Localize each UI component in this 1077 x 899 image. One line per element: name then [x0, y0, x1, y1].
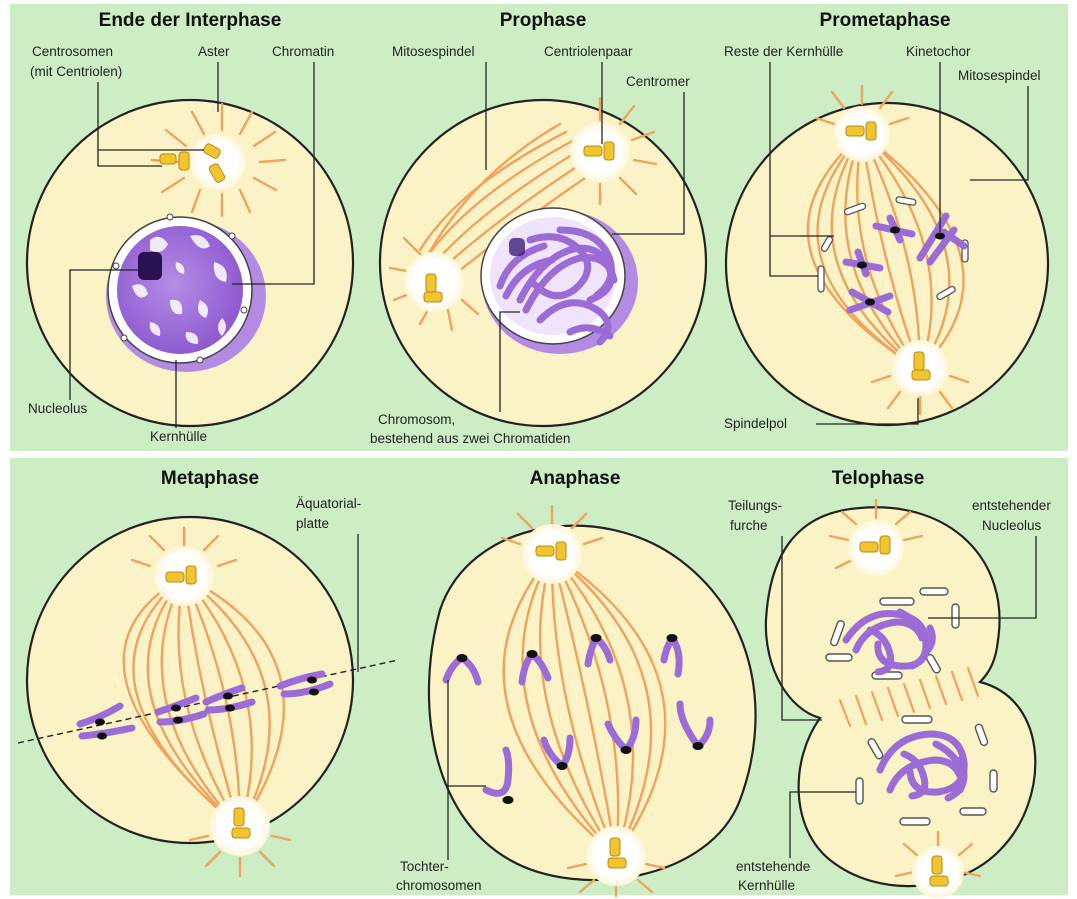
prometaphase-title: Prometaphase — [820, 10, 951, 31]
centriole-7 — [426, 274, 436, 292]
label-centrosomes-line1: Centrosomen — [32, 44, 113, 59]
label-kernhuelle-new-line1: entstehende — [736, 859, 810, 874]
label-tochter-line1: Tochter- — [400, 859, 449, 874]
centriole-14 — [186, 566, 196, 584]
interphase-nucleolus — [138, 252, 162, 280]
centriole-24 — [930, 876, 948, 886]
prophase-nucleolus — [509, 238, 525, 256]
label-teilungs-line2: furche — [730, 518, 768, 533]
centriole-18 — [556, 542, 566, 560]
centriole-1 — [160, 154, 176, 164]
centriole-15 — [234, 808, 244, 826]
telophase-title: Telophase — [832, 468, 925, 489]
label-nucleolus-new-line1: entstehender — [972, 498, 1051, 513]
centriole-2 — [179, 152, 189, 170]
centriole-9 — [846, 126, 864, 136]
centriole-17 — [536, 546, 554, 556]
centriole-20 — [608, 858, 626, 868]
label-tochter-line2: chromosomen — [396, 878, 482, 893]
label-chromosom-line2: bestehend aus zwei Chromatiden — [370, 431, 570, 446]
centriole-12 — [912, 370, 930, 380]
label-centriolenpaar: Centriolenpaar — [544, 44, 633, 59]
label-aequatorial-line1: Äquatorial- — [296, 496, 361, 511]
centriole-6 — [604, 142, 614, 160]
label-aster: Aster — [198, 44, 230, 59]
label-chromatin: Chromatin — [272, 44, 334, 59]
centriole-23 — [932, 856, 942, 874]
centriole-16 — [232, 828, 250, 838]
centriole-19 — [610, 838, 620, 856]
centriole-10 — [866, 122, 876, 140]
label-mitosespindel-prometa: Mitosespindel — [958, 68, 1041, 83]
centriole-13 — [166, 572, 184, 582]
centriole-11 — [914, 352, 924, 370]
label-centrosomes-line2: (mit Centriolen) — [30, 64, 122, 79]
label-aequatorial-line2: platte — [296, 516, 329, 531]
label-chromosom-line1: Chromosom, — [378, 412, 455, 427]
label-reste-kernhuelle: Reste der Kernhülle — [724, 44, 843, 59]
centriole-5 — [584, 146, 602, 156]
metaphase-title: Metaphase — [161, 468, 259, 489]
label-nucleolus-new-line2: Nucleolus — [982, 518, 1042, 533]
label-kinetochor: Kinetochor — [906, 44, 971, 59]
interphase-title: Ende der Interphase — [99, 10, 282, 31]
label-kernhuelle: Kernhülle — [150, 429, 207, 444]
label-kernhuelle-new-line2: Kernhülle — [738, 878, 795, 893]
prophase-title: Prophase — [500, 10, 587, 31]
label-teilungs-line1: Teilungs- — [728, 498, 782, 513]
centriole-21 — [860, 542, 878, 552]
label-mitosespindel-pro: Mitosespindel — [392, 44, 475, 59]
centriole-22 — [880, 536, 890, 554]
centriole-8 — [424, 292, 442, 302]
label-nucleolus: Nucleolus — [28, 401, 88, 416]
label-spindelpol: Spindelpol — [724, 416, 787, 431]
anaphase-title: Anaphase — [530, 468, 621, 489]
label-centromer: Centromer — [626, 74, 690, 89]
